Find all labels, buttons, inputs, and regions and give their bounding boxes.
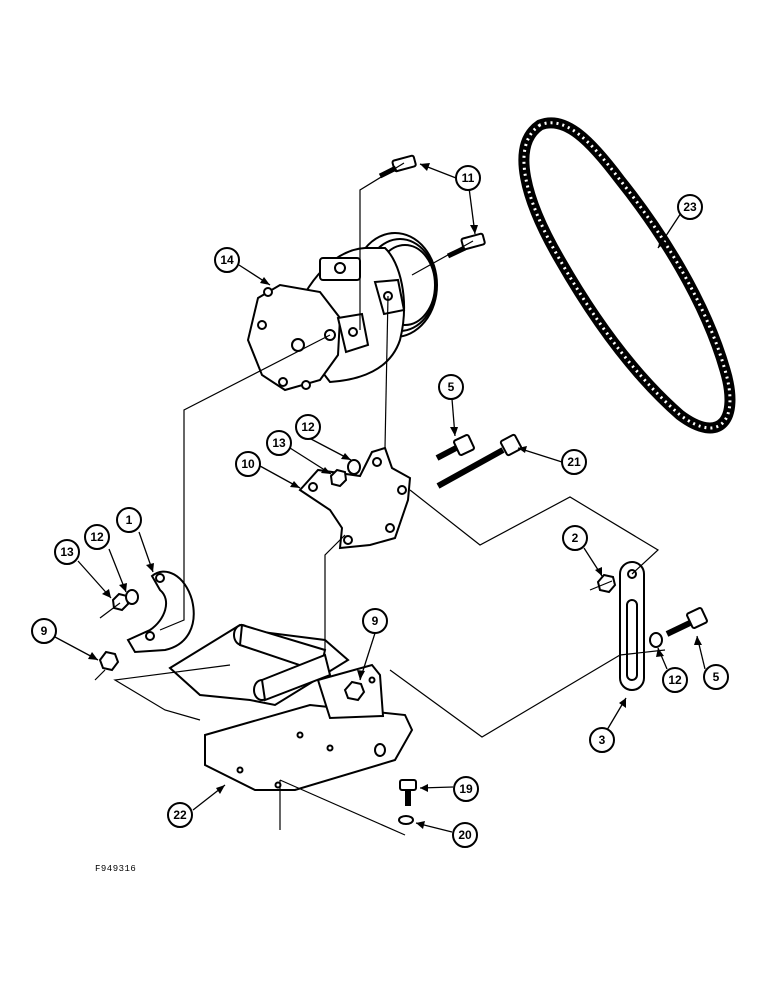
callout-label: 12 bbox=[301, 420, 315, 434]
callouts: 11 23 14 5 21 12 13 10 bbox=[31, 165, 729, 848]
callout-label: 11 bbox=[462, 171, 475, 185]
callout-label: 2 bbox=[572, 531, 579, 545]
drive-belt bbox=[518, 117, 736, 434]
long-bolt-21 bbox=[436, 433, 523, 489]
callout-label: 1 bbox=[126, 513, 133, 527]
bolt-upper bbox=[378, 154, 417, 179]
callout-label: 10 bbox=[241, 457, 255, 471]
bolt-5-right bbox=[665, 607, 708, 637]
callout-10: 10 bbox=[235, 451, 261, 477]
callout-label: 9 bbox=[372, 614, 379, 628]
callout-5-right: 5 bbox=[703, 664, 729, 690]
bracket-nut-washer bbox=[329, 459, 361, 488]
callout-label: 13 bbox=[60, 545, 74, 559]
callout-label: 22 bbox=[173, 808, 187, 822]
callout-14: 14 bbox=[214, 247, 240, 273]
callout-13-left: 13 bbox=[54, 539, 80, 565]
callout-2: 2 bbox=[562, 525, 588, 551]
bolt-5-upper bbox=[435, 434, 475, 461]
callout-label: 14 bbox=[220, 253, 234, 267]
callout-12-right: 12 bbox=[662, 667, 688, 693]
callout-label: 5 bbox=[713, 670, 720, 684]
compressor bbox=[246, 232, 438, 392]
callout-3: 3 bbox=[589, 727, 615, 753]
leader-arrowheads bbox=[88, 163, 702, 829]
callout-5-top: 5 bbox=[438, 374, 464, 400]
support-nut-washer bbox=[111, 589, 139, 612]
callout-23: 23 bbox=[677, 194, 703, 220]
callout-19: 19 bbox=[453, 776, 479, 802]
nut-left bbox=[98, 650, 120, 672]
washer-20 bbox=[398, 815, 414, 825]
callout-11: 11 bbox=[455, 165, 481, 191]
assembly-lines bbox=[94, 162, 666, 836]
callout-label: 5 bbox=[448, 380, 455, 394]
callout-label: 23 bbox=[683, 200, 697, 214]
figure-id: F949316 bbox=[95, 864, 137, 874]
callout-label: 3 bbox=[599, 733, 606, 747]
callout-label: 21 bbox=[567, 455, 581, 469]
callout-label: 9 bbox=[41, 624, 48, 638]
callout-label: 12 bbox=[668, 673, 682, 687]
nut-base bbox=[343, 680, 366, 702]
callout-9-center: 9 bbox=[362, 608, 388, 634]
callout-21: 21 bbox=[561, 449, 587, 475]
callout-12-top: 12 bbox=[295, 414, 321, 440]
callout-1: 1 bbox=[116, 507, 142, 533]
callout-20: 20 bbox=[452, 822, 478, 848]
callout-label: 13 bbox=[272, 436, 286, 450]
callout-label: 20 bbox=[458, 828, 472, 842]
adjusting-strap bbox=[619, 561, 645, 691]
callout-22: 22 bbox=[167, 802, 193, 828]
callout-9-left: 9 bbox=[31, 618, 57, 644]
callout-label: 19 bbox=[459, 782, 473, 796]
base-bracket bbox=[168, 623, 414, 791]
callout-label: 12 bbox=[90, 530, 104, 544]
callout-13-top: 13 bbox=[266, 430, 292, 456]
bolt-19 bbox=[399, 779, 417, 806]
support-plate bbox=[126, 570, 195, 654]
washer-12-right bbox=[649, 632, 663, 648]
callout-12-left: 12 bbox=[84, 524, 110, 550]
